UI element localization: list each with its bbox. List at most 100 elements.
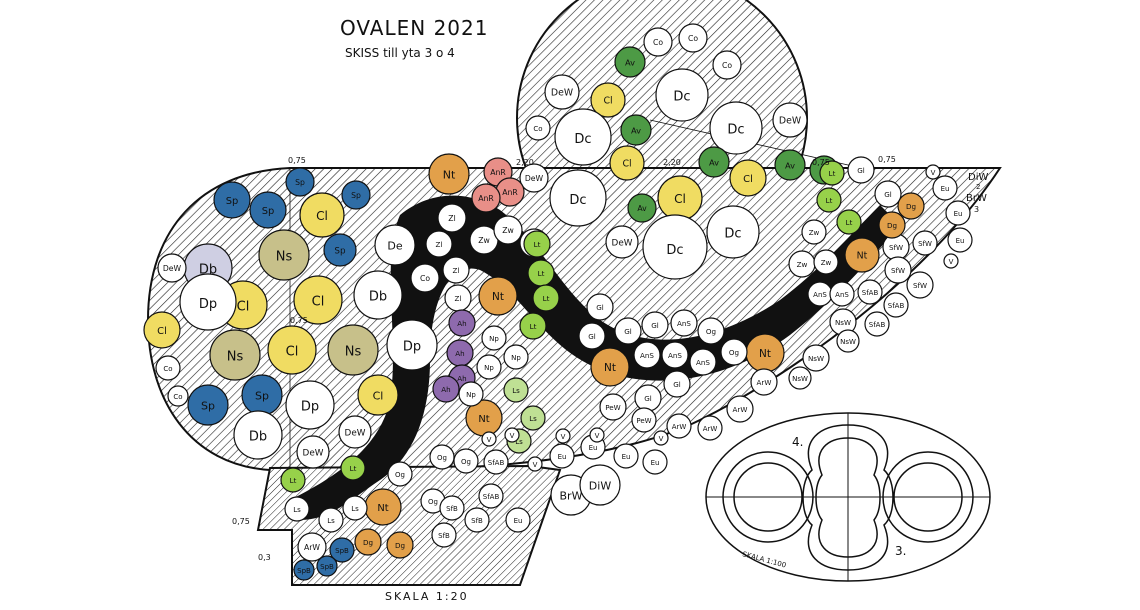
plant-label-ah: Ah [457, 319, 466, 328]
plant-circle-ls [284, 496, 310, 522]
plant-label-dc: Dc [666, 243, 683, 258]
plant-label-ls: Ls [327, 517, 335, 525]
plant-label-v: V [510, 432, 515, 440]
plant-label-sp: Sp [334, 247, 346, 257]
plant-circle-ls [342, 495, 368, 521]
plant-circle-gl [663, 370, 691, 398]
plant-label-co: Co [722, 61, 732, 70]
plant-label-anr: AnR [478, 194, 494, 203]
plant-circle-np [503, 344, 529, 370]
plant-label-gl: Gl [673, 380, 681, 389]
plant-circle-ls [318, 507, 344, 533]
plant-circle-gl [578, 322, 606, 350]
plant-circle-de [374, 224, 416, 266]
plant-circle-zw [813, 249, 839, 275]
plant-label-dew: DeW [612, 239, 633, 249]
plant-label-ans: AnS [677, 319, 691, 328]
plant-label-lt: Lt [543, 294, 550, 303]
plan-title: OVALEN 2021 [340, 16, 489, 40]
plant-circle-dp [179, 273, 237, 331]
dimension-label: 0,3 [258, 553, 271, 562]
plant-label-gl: Gl [651, 321, 659, 330]
plant-label-ans: AnS [640, 351, 654, 360]
plant-label-sp: Sp [255, 389, 269, 402]
plant-label-v: V [595, 432, 600, 440]
plant-circle-dp [285, 380, 335, 430]
dimension-label: 2,20 [516, 158, 534, 167]
plant-circle-og [697, 317, 725, 345]
plant-circle-cl [267, 325, 317, 375]
plant-label-cl: Cl [674, 192, 686, 206]
plant-label-sfab: SfAB [862, 289, 879, 297]
plant-label-np: Np [466, 391, 476, 399]
plant-circle-og [429, 444, 455, 470]
plant-label-ans: AnS [668, 351, 682, 360]
plant-circle-zl [442, 256, 470, 284]
plant-circle-eu [549, 443, 575, 469]
plant-circle-nt [428, 153, 470, 195]
plant-label-dew: DeW [163, 264, 182, 273]
plant-label-v: V [533, 461, 538, 469]
plant-label-anr: AnR [490, 168, 506, 177]
plant-label-av: Av [785, 160, 795, 170]
plant-label-ans: AnS [813, 291, 827, 299]
plant-circle-dp [386, 319, 438, 371]
plant-label-sfb: SfB [438, 532, 450, 540]
dimension-label: 0,75 [290, 316, 308, 325]
plant-label-dew: DeW [303, 449, 324, 459]
plant-label-sfab: SfAB [869, 321, 886, 329]
plant-label-gl: Gl [596, 303, 604, 312]
plant-circle-spb [329, 537, 355, 563]
plant-circle-co [712, 50, 742, 80]
plant-label-sp: Sp [226, 196, 239, 207]
plant-label-nsw: NsW [808, 354, 824, 363]
plant-label-dc: Dc [727, 123, 744, 138]
plant-label-cl: Cl [157, 326, 167, 337]
plant-circle-pew [599, 393, 627, 421]
plant-label-dew: DeW [551, 88, 573, 99]
plant-label-av: Av [709, 157, 719, 167]
inset-plan [705, 412, 991, 582]
plant-circle-arw [666, 413, 692, 439]
plant-circle-sfab [883, 292, 909, 318]
plant-circle-v [653, 430, 669, 446]
plant-circle-np [481, 325, 507, 351]
plant-label-sfw: SfW [913, 281, 927, 290]
plant-label-zw: Zw [821, 259, 832, 267]
plant-circle-co [155, 355, 181, 381]
plant-label-dg: Dg [395, 541, 405, 550]
plant-circle-v [589, 427, 605, 443]
plant-label-gl: Gl [644, 394, 652, 403]
plant-label-av: Av [631, 125, 641, 135]
plant-circle-dc [642, 214, 708, 280]
plant-circle-ans [670, 309, 698, 337]
plant-circle-v [527, 456, 543, 472]
plant-label-ls: Ls [529, 415, 537, 423]
plant-label-nt: Nt [857, 251, 868, 262]
plant-label-ah: Ah [441, 385, 450, 394]
plant-label-ls: Ls [293, 506, 301, 514]
plant-circle-gl [847, 156, 875, 184]
plant-circle-dg [878, 211, 906, 239]
plant-circle-nt [590, 347, 630, 387]
plant-label-zw: Zw [502, 226, 514, 235]
plant-circle-ls [503, 377, 529, 403]
dimension-label: 0,75 [878, 155, 896, 164]
plant-label-zl: Zl [448, 214, 455, 223]
plant-label-sfab: SfAB [888, 302, 905, 310]
plant-label-dp: Dp [199, 297, 217, 312]
plant-label-lt: Lt [829, 170, 836, 178]
plant-label-zl: Zl [453, 266, 460, 275]
plant-label-dg: Dg [906, 202, 916, 211]
plant-label-cl: Cl [373, 389, 384, 402]
plant-circle-ah [448, 309, 476, 337]
side-label-brw-number: 3 [974, 205, 979, 214]
plant-circle-dc [549, 169, 607, 227]
plant-circle-gl [586, 293, 614, 321]
plant-label-np: Np [484, 364, 494, 372]
plant-circle-db [233, 410, 283, 460]
plant-circle-zw [493, 215, 523, 245]
plant-label-ns: Ns [345, 345, 362, 360]
plant-circle-dg [897, 192, 925, 220]
